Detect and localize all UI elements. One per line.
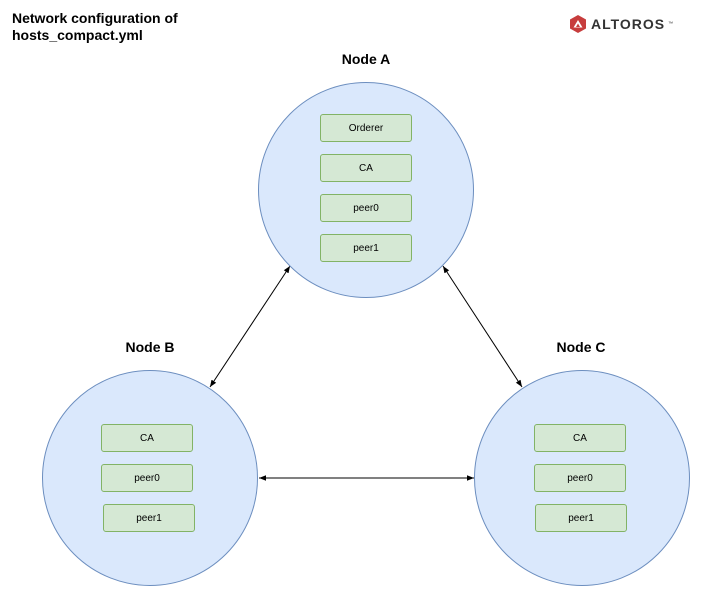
node-c-service-peer1: peer1 [535, 504, 627, 532]
edge-a-b [209, 265, 291, 388]
logo-trademark: ™ [668, 21, 674, 27]
title-line-1: Network configuration of [12, 10, 178, 26]
node-b-service-peer0: peer0 [101, 464, 193, 492]
node-b-service-peer1: peer1 [103, 504, 195, 532]
logo-text: ALTOROS [591, 16, 666, 32]
node-a-service-ca: CA [320, 154, 412, 182]
node-c-circle [474, 370, 690, 586]
node-b-title: Node B [125, 339, 175, 355]
title-line-2: hosts_compact.yml [12, 27, 143, 43]
node-c-service-ca: CA [534, 424, 626, 452]
node-a-service-peer1: peer1 [320, 234, 412, 262]
logo-icon [570, 15, 586, 33]
node-b-service-ca: CA [101, 424, 193, 452]
diagram-title: Network configuration of hosts_compact.y… [12, 10, 178, 44]
node-a-service-orderer: Orderer [320, 114, 412, 142]
node-a-service-peer0: peer0 [320, 194, 412, 222]
node-c-title: Node C [556, 339, 606, 355]
node-c-service-peer0: peer0 [534, 464, 626, 492]
edge-a-c [442, 265, 523, 388]
node-a-title: Node A [341, 51, 391, 67]
